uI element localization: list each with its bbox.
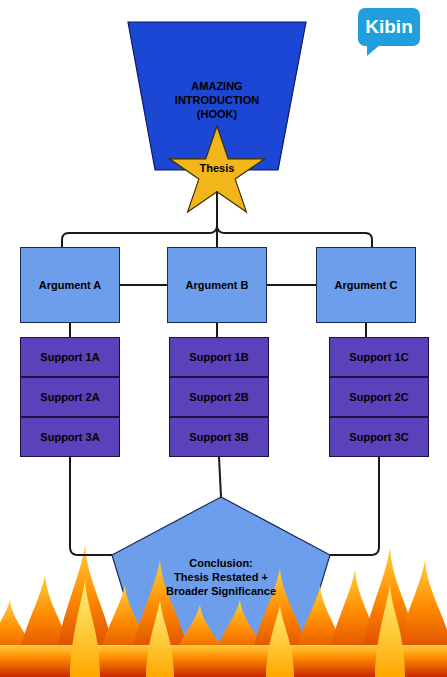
node-text-group: Argument A bbox=[21, 248, 119, 322]
logo-bubble bbox=[358, 8, 420, 46]
support-box: Support 1B bbox=[169, 337, 269, 377]
box-label: Support 3B bbox=[189, 430, 248, 444]
node-text-group: Argument B bbox=[168, 248, 266, 322]
connector-line bbox=[267, 284, 316, 286]
node-text-group: Support 2A bbox=[21, 378, 119, 416]
logo-text: Kibin bbox=[358, 8, 420, 46]
box-label: Support 2C bbox=[349, 390, 408, 404]
node-text-group: Support 3A bbox=[21, 418, 119, 456]
connector-line bbox=[365, 323, 367, 337]
connector-line bbox=[70, 457, 112, 555]
support-box: Support 2B bbox=[169, 377, 269, 417]
support-box: Support 1C bbox=[329, 337, 429, 377]
box-label: Support 3A bbox=[40, 430, 99, 444]
node-text-group: Conclusion:Thesis Restated + Broader Sig… bbox=[112, 556, 330, 598]
box-label: AMAZING INTRODUCTION (HOOK) bbox=[165, 79, 269, 121]
connector-line bbox=[216, 192, 218, 247]
box-label: Argument A bbox=[39, 278, 102, 292]
node-text-group: Support 2C bbox=[330, 378, 428, 416]
argument-box: Argument C bbox=[316, 247, 416, 323]
connector-line bbox=[120, 284, 167, 286]
node-text-group: Thesis bbox=[167, 161, 267, 175]
support-box: Support 2C bbox=[329, 377, 429, 417]
support-box: Support 2A bbox=[20, 377, 120, 417]
flame-core bbox=[375, 585, 405, 677]
support-box: Support 3B bbox=[169, 417, 269, 457]
thesis-star: Thesis bbox=[167, 126, 267, 221]
node-text-group: Support 1C bbox=[330, 338, 428, 376]
box-label: Support 2A bbox=[40, 390, 99, 404]
connector-line bbox=[69, 323, 71, 337]
box-label: Support 1A bbox=[40, 350, 99, 364]
node-text-group: Support 1B bbox=[170, 338, 268, 376]
connector-line bbox=[330, 457, 379, 555]
flame-core bbox=[70, 580, 100, 677]
node-text-group: Support 3B bbox=[170, 418, 268, 456]
box-label: Conclusion: bbox=[189, 556, 253, 570]
support-box: Support 3A bbox=[20, 417, 120, 457]
flame bbox=[327, 570, 383, 677]
argument-box: Argument A bbox=[20, 247, 120, 323]
argument-box: Argument B bbox=[167, 247, 267, 323]
logo-bubble-tail bbox=[367, 44, 381, 56]
support-box: Support 1A bbox=[20, 337, 120, 377]
conclusion-pentagon: Conclusion:Thesis Restated + Broader Sig… bbox=[112, 497, 330, 677]
node-text-group: Support 2B bbox=[170, 378, 268, 416]
flame bbox=[17, 575, 73, 677]
node-text-group: Argument C bbox=[317, 248, 415, 322]
flame bbox=[395, 560, 447, 677]
box-label: Argument B bbox=[186, 278, 249, 292]
intro-trapezoid: AMAZING INTRODUCTION (HOOK) bbox=[128, 22, 306, 170]
node-shape bbox=[112, 497, 330, 677]
flame bbox=[360, 548, 420, 677]
box-label: Support 1B bbox=[189, 350, 248, 364]
box-label: Argument C bbox=[335, 278, 398, 292]
box-label: Support 3C bbox=[349, 430, 408, 444]
flame bbox=[0, 600, 40, 677]
node-text-group: Support 1A bbox=[21, 338, 119, 376]
box-label: Support 2B bbox=[189, 390, 248, 404]
node-text-group: Support 3C bbox=[330, 418, 428, 456]
node-shape bbox=[169, 126, 264, 212]
support-box: Support 3C bbox=[329, 417, 429, 457]
flame bbox=[55, 545, 115, 677]
node-text-group: AMAZING INTRODUCTION (HOOK) bbox=[128, 22, 306, 170]
connector-line bbox=[216, 323, 218, 337]
box-label: Thesis Restated + Broader Significance bbox=[159, 570, 283, 598]
connector-line bbox=[219, 457, 221, 497]
box-label: Thesis bbox=[200, 161, 235, 175]
box-label: Support 1C bbox=[349, 350, 408, 364]
